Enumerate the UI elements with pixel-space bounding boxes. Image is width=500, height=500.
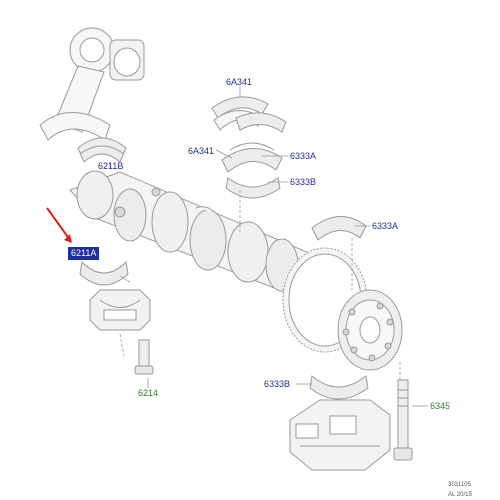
- crankshaft: [69, 170, 331, 301]
- reluctor-ring: [282, 247, 403, 371]
- main-cap-bolt-6345: [393, 379, 413, 461]
- label-rod-bearing-highlighted[interactable]: 6211A: [68, 247, 100, 260]
- rod-bearing-upper-6211B: [77, 137, 127, 163]
- main-bearing-lower-right: [309, 375, 369, 400]
- reference-code: 3031105: [448, 482, 471, 488]
- rod-bolt-6214: [134, 339, 154, 375]
- label-main-cap-bolt[interactable]: 6345: [430, 401, 451, 411]
- label-rod-bolt[interactable]: 6214: [138, 388, 159, 398]
- main-cap: [289, 399, 391, 471]
- label-main-bearing-upper[interactable]: 6333A: [290, 151, 317, 161]
- label-main-bearing-lower-right[interactable]: 6333B: [264, 379, 291, 389]
- reference-sub: AL 20/15: [448, 492, 472, 498]
- label-main-bearing-right[interactable]: 6333A: [372, 221, 399, 231]
- label-thrust-washer-upper[interactable]: 6A341: [226, 77, 253, 87]
- label-rod-bearing-upper[interactable]: 6211B: [98, 161, 124, 171]
- rod-cap: [89, 289, 151, 331]
- label-main-bearing-lower[interactable]: 6333B: [290, 177, 317, 187]
- label-thrust-washer-lower[interactable]: 6A341: [188, 146, 215, 156]
- rod-bearing-lower-6211A: [79, 260, 129, 286]
- leader-lines: [109, 86, 428, 407]
- main-bearing-right-upper: [311, 216, 367, 241]
- red-arrow-icon: [46, 207, 72, 243]
- main-bearing-center-upper: [221, 142, 283, 173]
- connecting-rod: [39, 27, 145, 141]
- thrust-washer-lower: [235, 112, 287, 133]
- main-bearing-center-lower: [225, 177, 281, 199]
